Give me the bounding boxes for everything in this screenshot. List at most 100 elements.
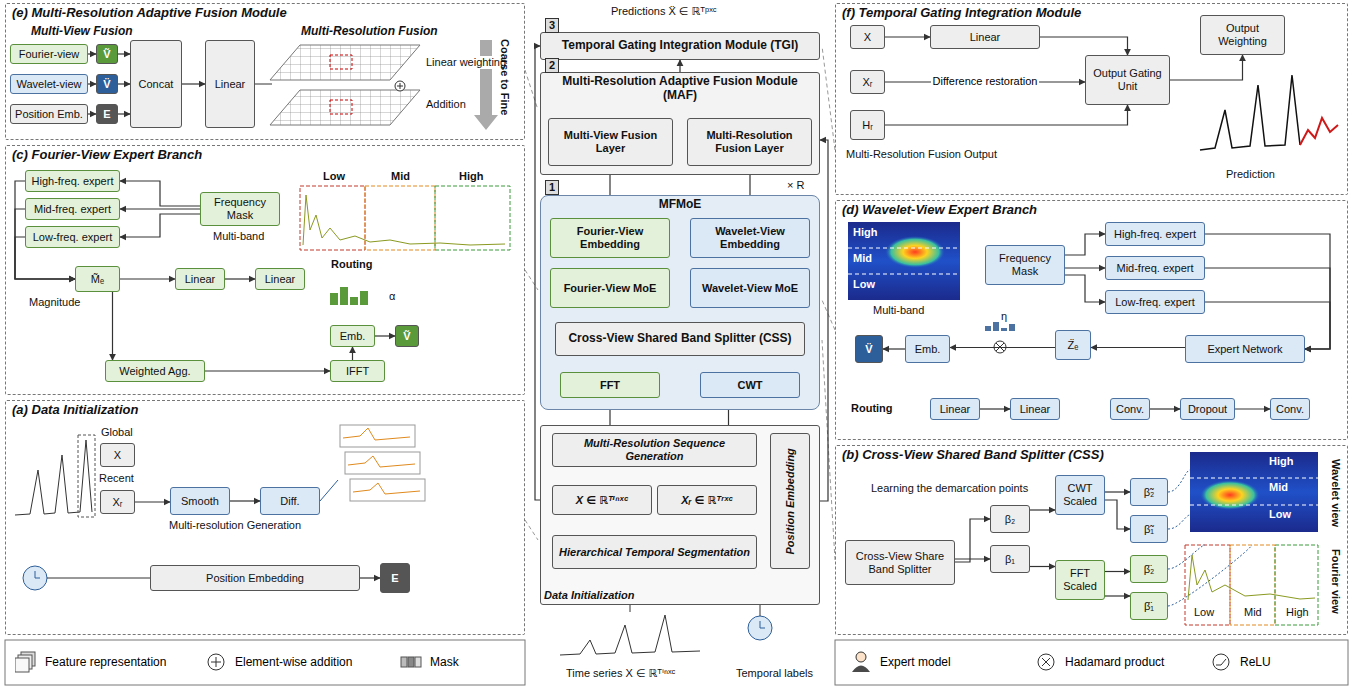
node-text: Wavelet-View Embedding xyxy=(694,225,806,250)
process-box: Dropout xyxy=(1180,398,1235,420)
panel-box: (d) Wavelet-View Expert BranchFrequency … xyxy=(835,200,1348,440)
text-label: Linear weighting xyxy=(425,56,507,69)
node-text: Multi-Resolution Sequence Generation xyxy=(556,437,753,462)
node-text: (e) Multi-Resolution Adaptive Fusion Mod… xyxy=(12,6,287,21)
process-box: Output Weighting xyxy=(1200,15,1285,55)
process-box: Xᵣ ∈ ℝᵀʳˣᶜ xyxy=(657,485,757,515)
legend-text: Mask xyxy=(430,655,459,669)
process-box: β₁ xyxy=(990,545,1030,573)
process-box: β̈₁ xyxy=(1130,592,1168,620)
process-box: Diff. xyxy=(260,487,320,515)
process-box: Fourier-view xyxy=(10,44,88,64)
process-box: Multi-Resolution Fusion Layer xyxy=(687,118,812,166)
process-box: Frequency Mask xyxy=(200,192,280,226)
connector-arrow xyxy=(120,278,175,279)
node-text: Z̈ₑ xyxy=(1068,339,1079,352)
process-box: Ṽ xyxy=(395,325,419,347)
text-label: Low xyxy=(1268,508,1292,521)
node-text: Position Embedding xyxy=(206,572,304,585)
node-text: (b) Cross-View Shared Band Splitter (CSS… xyxy=(842,448,1104,463)
process-box: Linear xyxy=(930,25,1040,49)
text-label: Low xyxy=(852,278,876,291)
connector-arrow xyxy=(1065,234,1105,255)
legend-text: Feature representation xyxy=(45,655,166,669)
node-text: Linear xyxy=(215,78,246,91)
callout-number: 1 xyxy=(545,180,559,195)
text-label: Mid xyxy=(1243,606,1263,619)
node-text: Frequency Mask xyxy=(989,252,1061,277)
text-label: Prediction xyxy=(1225,168,1276,181)
legend-item: ReLU xyxy=(1210,650,1271,674)
process-box: X xyxy=(100,443,135,467)
node-text: Data Initialization xyxy=(544,589,634,602)
connector-arrow xyxy=(230,500,260,501)
callout-number: 2 xyxy=(545,58,559,73)
process-box: High-freq. expert xyxy=(1105,222,1205,246)
process-box: β₂ xyxy=(990,505,1030,533)
process-box: Mid-freq. expert xyxy=(1105,256,1205,280)
process-box: M̃ₑ xyxy=(75,266,120,292)
text-label: Low xyxy=(1193,606,1215,619)
process-box: Concat xyxy=(130,40,182,128)
node-text: Linear xyxy=(265,273,296,286)
node-text: FFT xyxy=(600,379,620,392)
legend-item: Element-wise addition xyxy=(205,650,352,674)
text-label: High xyxy=(1285,606,1310,619)
process-box: Low-freq. expert xyxy=(1105,290,1205,314)
node-text: Temporal Gating Integration Module (TGI) xyxy=(562,39,798,53)
text-label: Routing xyxy=(330,258,374,271)
node-text: Expert Network xyxy=(1207,343,1282,356)
connector-arrow xyxy=(120,208,200,209)
node-text: X xyxy=(114,449,121,462)
node-text: CWT Scaled xyxy=(1059,482,1101,507)
process-box: E xyxy=(380,563,410,593)
text-label: Time series X ∈ ℝᵀⁱⁿˣᶜ xyxy=(565,667,676,680)
process-box: Cross-View Shared Band Splitter (CSS) xyxy=(555,322,805,356)
node-text: Linear xyxy=(940,403,971,416)
node-text: β̃₂ xyxy=(1144,486,1155,499)
node-text: Hᵣ xyxy=(862,119,873,132)
node-text: Linear xyxy=(185,273,216,286)
text-label: Predictions Ẍ ∈ ℝᵀᵖˣᶜ xyxy=(610,5,718,18)
node-text: Smooth xyxy=(181,495,219,508)
process-box: V̈ xyxy=(96,74,118,94)
process-box: Z̈ₑ xyxy=(1055,330,1091,360)
text-label: Mid xyxy=(390,170,411,183)
node-text: Output Gating Unit xyxy=(1089,67,1166,92)
module-group: Multi-Resolution Adaptive Fusion Module … xyxy=(540,72,820,175)
process-box: CWT Scaled xyxy=(1055,475,1105,515)
text-label: Multi-Resolution Fusion xyxy=(300,24,439,38)
node-text: FFT Scaled xyxy=(1059,567,1101,592)
legend-symbol xyxy=(15,650,39,674)
connector-arrow xyxy=(135,501,170,502)
process-box: Smooth xyxy=(170,487,230,515)
legend-item: Hadamard product xyxy=(1035,650,1164,674)
connector-arrow xyxy=(88,83,96,84)
connector-arrow xyxy=(955,558,990,559)
legend-symbol xyxy=(1210,650,1234,674)
node-text: Fourier-view xyxy=(19,48,80,61)
node-text: Fourier-View Embedding xyxy=(554,225,666,250)
node-text: Xᵣ xyxy=(863,76,873,89)
connector-arrow xyxy=(118,53,130,54)
process-box: Linear xyxy=(1010,398,1060,420)
node-text: Low-freq. expert xyxy=(33,231,112,244)
node-text: Frequency Mask xyxy=(204,196,276,221)
node-text: IFFT xyxy=(346,365,369,378)
text-label: Low xyxy=(322,170,346,183)
node-text: High-freq. expert xyxy=(32,175,114,188)
connector-arrow xyxy=(1235,408,1270,409)
connector-arrow xyxy=(1105,595,1130,596)
panel-box: (a) Data InitializationXXᵣSmoothDiff.Pos… xyxy=(5,400,525,635)
process-box: Linear xyxy=(205,40,255,128)
node-text: Linear xyxy=(1020,403,1051,416)
node-text: β̈₂ xyxy=(1144,563,1155,576)
legend-text: Element-wise addition xyxy=(235,655,352,669)
text-label: Addition xyxy=(425,98,467,111)
callout-number: 3 xyxy=(545,18,559,33)
legend-item: Feature representation xyxy=(15,650,166,674)
process-box: Position Embedding xyxy=(770,433,810,569)
text-label: High xyxy=(852,226,878,239)
node-text: V̈ xyxy=(103,78,110,91)
text-label: Wavelet view xyxy=(1329,458,1342,528)
